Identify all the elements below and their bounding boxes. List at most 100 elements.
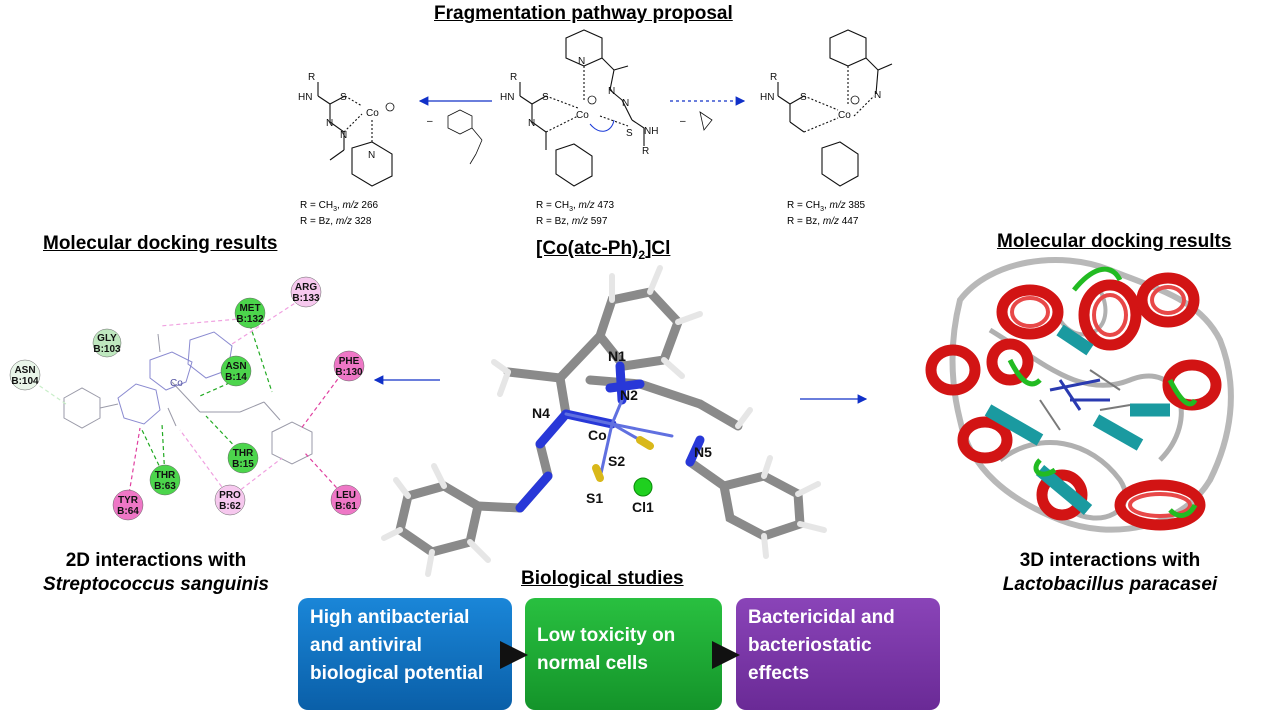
svg-text:B:103: B:103	[93, 344, 121, 355]
chem-co: Co	[838, 110, 851, 121]
fragment-right-labels: R = CH3, m/z 385 R = Bz, m/z 447	[787, 200, 866, 227]
chem-hn: HN	[500, 92, 514, 103]
svg-text:THR: THR	[233, 448, 254, 459]
chem-n: N	[340, 130, 347, 141]
chem-n: N	[608, 86, 615, 97]
chem-n: N	[874, 90, 881, 101]
atom-label-n5: N5	[694, 444, 712, 460]
svg-text:MET: MET	[239, 303, 260, 314]
atom-label-s1: S1	[586, 490, 603, 506]
svg-text:B:14: B:14	[225, 372, 247, 383]
docking-2d-co-label: Co	[170, 378, 183, 389]
flow-arrow-1-icon	[500, 641, 528, 669]
chem-n: N	[622, 98, 629, 109]
svg-text:B:61: B:61	[335, 501, 357, 512]
caption-2d: 2D interactions with Streptococcus sangu…	[43, 550, 269, 595]
svg-text:ARG: ARG	[295, 282, 317, 293]
docking-left-heading: Molecular docking results	[43, 233, 278, 254]
box-low-toxicity: Low toxicity on normal cells	[525, 598, 722, 710]
fragment-left-labels: R = CH3, m/z 266 R = Bz, m/z 328	[300, 200, 379, 227]
residue-gly103	[92, 328, 122, 358]
box-bactericidal: Bactericidal and bacteriostatic effects	[736, 598, 940, 710]
protein-ribbon-3d	[925, 257, 1234, 533]
fragment-left-text: R HN S N N Co N	[298, 72, 379, 161]
atom-label-cl1: Cl1	[632, 499, 654, 515]
chem-r: R	[308, 72, 315, 83]
residue-phe130	[333, 350, 365, 382]
complex-3d-structure	[381, 265, 827, 577]
svg-text:PHE: PHE	[339, 356, 360, 367]
fragment-left-structure	[317, 82, 393, 187]
chem-hn: HN	[760, 92, 774, 103]
svg-text:LEU: LEU	[336, 490, 356, 501]
residue-arg133	[290, 276, 322, 308]
box-antibacterial: High antibacterial and antiviral biologi…	[298, 598, 512, 710]
fragment-right-structure	[777, 29, 893, 187]
charge-plus-icon	[850, 95, 860, 105]
chem-n: N	[326, 118, 333, 129]
svg-text:GLY: GLY	[97, 333, 117, 344]
svg-text:PRO: PRO	[219, 490, 241, 501]
biological-heading: Biological studies	[521, 568, 684, 589]
charge-plus-icon	[385, 102, 395, 112]
docking-right-heading: Molecular docking results	[997, 231, 1232, 252]
fragment-center-structure	[519, 29, 645, 187]
svg-text:B:130: B:130	[335, 367, 363, 378]
electron-arrow-icon	[589, 119, 615, 132]
residue-thr63	[149, 464, 181, 496]
svg-text:B:64: B:64	[117, 506, 139, 517]
compound-prefix: [Co(atc-Ph)	[536, 238, 639, 259]
svg-text:B:63: B:63	[154, 481, 176, 492]
svg-text:TYR: TYR	[118, 495, 139, 506]
svg-text:B:132: B:132	[236, 314, 264, 325]
chem-s: S	[340, 92, 347, 103]
atom-labels: N1 N2 N4 Co N5 S2 S1 Cl1	[532, 348, 712, 515]
residue-pro62	[214, 484, 246, 516]
chem-n: N	[578, 56, 585, 67]
svg-text:ASN: ASN	[14, 365, 35, 376]
svg-text:ASN: ASN	[225, 361, 246, 372]
chem-r: R	[770, 72, 777, 83]
atom-label-s2: S2	[608, 453, 625, 469]
compound-sub: 2	[638, 247, 646, 262]
fragment-right-text: R HN S Co N	[760, 72, 881, 121]
chem-r: R	[510, 72, 517, 83]
flow-arrow-2-icon	[712, 641, 740, 669]
chem-s: S	[626, 128, 633, 139]
svg-text:B:104: B:104	[11, 376, 39, 387]
caption-3d: 3D interactions with Lactobacillus parac…	[1002, 550, 1218, 595]
chem-n: N	[528, 118, 535, 129]
chem-n: N	[368, 150, 375, 161]
residue-asn14	[220, 355, 252, 387]
eliminated-fragment-left	[447, 109, 483, 165]
chem-s: S	[800, 92, 807, 103]
chloride-atom	[633, 477, 653, 497]
chem-co: Co	[576, 110, 589, 121]
atom-label-co: Co	[588, 427, 607, 443]
chem-r: R	[642, 146, 649, 157]
minus-left: –	[427, 116, 433, 127]
svg-text:B:133: B:133	[292, 293, 320, 304]
residue-bubbles	[9, 276, 365, 521]
compound-formula: [Co(atc-Ph)2]Cl	[536, 238, 670, 262]
charge-plus-icon	[587, 95, 597, 105]
chem-co: Co	[366, 108, 379, 119]
residue-thr15	[227, 442, 259, 474]
residue-asn104	[9, 359, 41, 391]
residue-tyr64	[112, 489, 144, 521]
atom-label-n4: N4	[532, 405, 550, 421]
fragment-center-text: R HN S N N Co N N S NH R	[500, 56, 658, 157]
compound-suffix: ]Cl	[645, 238, 671, 259]
svg-text:B:15: B:15	[232, 459, 254, 470]
atom-label-n2: N2	[620, 387, 638, 403]
minus-right: –	[680, 116, 686, 127]
residue-met132	[234, 297, 266, 329]
chem-s: S	[542, 92, 549, 103]
chem-hn: HN	[298, 92, 312, 103]
residue-leu61	[330, 484, 362, 516]
eliminated-fragment-right	[699, 111, 713, 131]
fragmentation-heading: Fragmentation pathway proposal	[434, 3, 733, 24]
svg-text:B:62: B:62	[219, 501, 241, 512]
